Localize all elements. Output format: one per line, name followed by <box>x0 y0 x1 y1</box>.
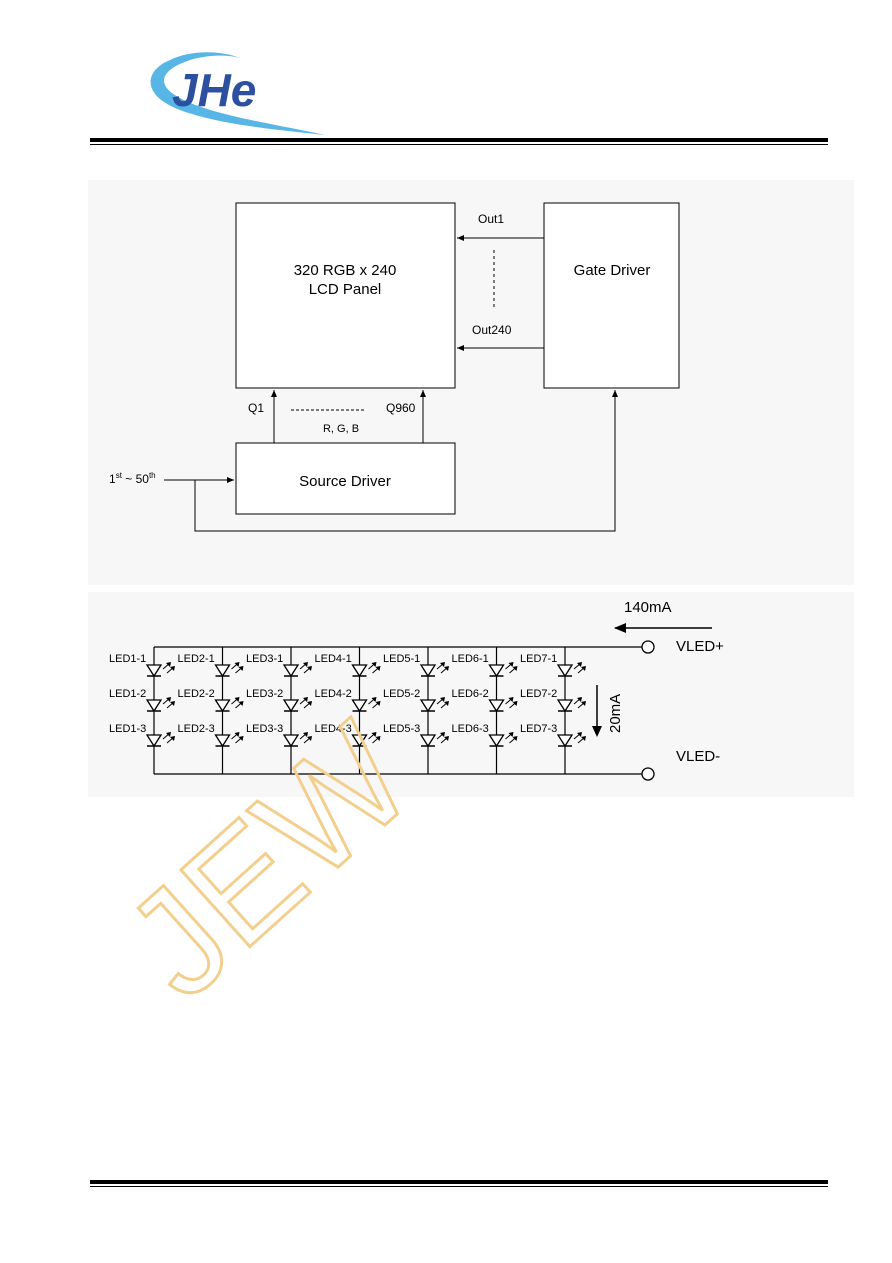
led-label: LED5-2 <box>383 688 420 700</box>
led-label: LED4-3 <box>315 723 352 735</box>
gate-feed-line <box>194 390 618 532</box>
source-driver-box <box>235 442 456 515</box>
led-diode-icon <box>351 697 381 713</box>
led-backlight-circuit: LED1-1LED1-2LED1-3LED2-1LED2-2LED2-3LED3… <box>109 599 724 781</box>
led-diode-icon <box>282 662 312 678</box>
led-diode-icon <box>488 732 518 748</box>
vled-minus-terminal <box>641 767 655 781</box>
watermark: JEW <box>92 690 443 1030</box>
gate-driver-label: Gate Driver <box>574 262 651 279</box>
supply-current-arrowhead <box>614 623 626 633</box>
led-diode-icon <box>214 697 244 713</box>
branch-current-label: 20mA <box>607 694 624 733</box>
led-label: LED1-3 <box>109 723 146 735</box>
gate-driver-box <box>543 202 680 389</box>
logo-swoosh <box>150 52 325 135</box>
source-driver-label: Source Driver <box>299 473 391 490</box>
led-diagram-background <box>88 592 854 797</box>
led-label: LED3-1 <box>246 653 283 665</box>
led-diode-icon <box>214 732 244 748</box>
q960-label: Q960 <box>386 401 416 415</box>
footer-rule <box>90 1180 828 1184</box>
led-diode-icon <box>419 662 449 678</box>
led-diode-icon <box>214 662 244 678</box>
q1-label: Q1 <box>248 401 264 415</box>
lcd-panel-label-line2: LCD Panel <box>309 281 382 298</box>
input-range-label: 1st ~ 50th <box>109 471 156 486</box>
out240-label: Out240 <box>472 323 512 337</box>
led-label: LED6-1 <box>452 653 489 665</box>
block-diagram-background <box>88 180 854 585</box>
lcd-panel-box <box>235 202 456 389</box>
led-label: LED6-3 <box>452 723 489 735</box>
block-diagram: 320 RGB x 240 LCD Panel Gate Driver Sour… <box>109 202 680 532</box>
led-label: LED5-3 <box>383 723 420 735</box>
vled-minus-label: VLED- <box>676 748 720 765</box>
led-rails <box>154 646 642 775</box>
led-label: LED4-2 <box>315 688 352 700</box>
led-label: LED1-2 <box>109 688 146 700</box>
led-diode-icon <box>556 732 586 748</box>
led-diode-icon <box>282 697 312 713</box>
led-diode-icon <box>351 662 381 678</box>
led-label: LED3-3 <box>246 723 283 735</box>
led-label: LED3-2 <box>246 688 283 700</box>
led-label: LED2-2 <box>178 688 215 700</box>
led-diode-icon <box>488 697 518 713</box>
led-label: LED2-3 <box>178 723 215 735</box>
led-diode-icon <box>145 662 175 678</box>
led-diode-icon <box>145 732 175 748</box>
company-logo: JHe <box>150 52 325 135</box>
led-label: LED6-2 <box>452 688 489 700</box>
out1-label: Out1 <box>478 212 504 226</box>
footer-rule-thin <box>90 1186 828 1187</box>
led-diode-icon <box>351 732 381 748</box>
led-label: LED2-1 <box>178 653 215 665</box>
vled-plus-terminal <box>641 640 655 654</box>
led-label: LED1-1 <box>109 653 146 665</box>
led-label: LED4-1 <box>315 653 352 665</box>
supply-current-label: 140mA <box>624 599 672 616</box>
header-rule <box>90 138 828 142</box>
led-diode-icon <box>419 732 449 748</box>
led-label: LED7-1 <box>520 653 557 665</box>
led-diode-icon <box>282 732 312 748</box>
led-diode-icon <box>556 662 586 678</box>
led-label: LED7-3 <box>520 723 557 735</box>
led-label: LED5-1 <box>383 653 420 665</box>
led-diode-icon <box>145 697 175 713</box>
header-rule-thin <box>90 144 828 145</box>
lcd-panel-label-line1: 320 RGB x 240 <box>294 262 397 279</box>
rgb-label: R, G, B <box>323 423 359 435</box>
led-columns: LED1-1LED1-2LED1-3LED2-1LED2-2LED2-3LED3… <box>109 647 586 774</box>
logo-text: JHe <box>172 64 256 116</box>
branch-current-arrowhead <box>592 726 602 737</box>
led-diode-icon <box>419 697 449 713</box>
led-diode-icon <box>488 662 518 678</box>
led-label: LED7-2 <box>520 688 557 700</box>
vled-plus-label: VLED+ <box>676 638 724 655</box>
led-diode-icon <box>556 697 586 713</box>
